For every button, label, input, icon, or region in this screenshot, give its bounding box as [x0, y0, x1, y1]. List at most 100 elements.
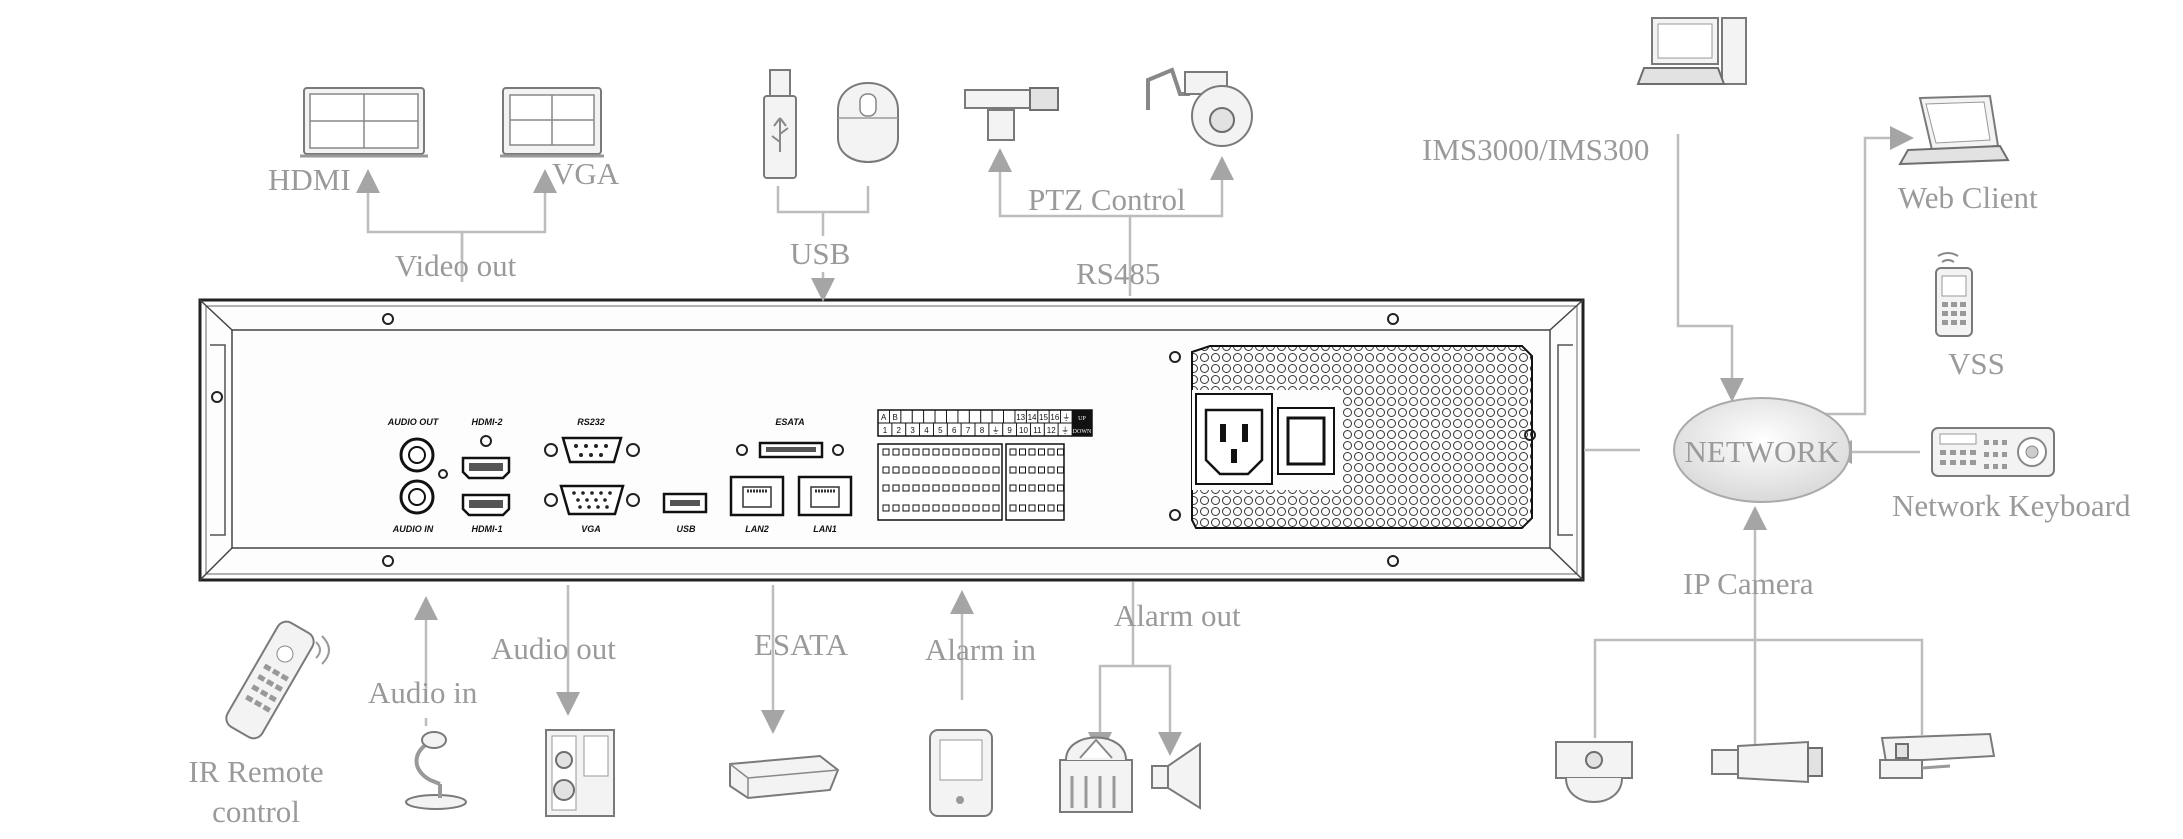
- terminal-label: 5: [938, 426, 943, 435]
- desktop-pc-icon: [1636, 17, 1747, 85]
- terminal-pin: [1047, 504, 1055, 512]
- terminal-pin: [1057, 484, 1064, 492]
- terminal-pin: [1038, 504, 1045, 512]
- label-video-out: Video out: [395, 248, 517, 283]
- label-network: NETWORK: [1685, 434, 1841, 469]
- label-rs485: RS485: [1076, 256, 1160, 291]
- lan1-port[interactable]: [797, 475, 853, 517]
- port-label-rs232: RS232: [577, 417, 605, 427]
- terminal-pin: [962, 466, 970, 474]
- terminal-pin: [1047, 448, 1055, 456]
- ip-dome-camera-icon: [1555, 741, 1633, 803]
- rs232-port[interactable]: [544, 436, 640, 464]
- label-network-keyboard: Network Keyboard: [1892, 488, 2131, 523]
- alarm-sensor-icon: [929, 729, 993, 817]
- terminal-pin: [952, 504, 960, 512]
- label-audio-in: Audio in: [368, 675, 478, 710]
- terminal-pin: [982, 466, 990, 474]
- terminal-pin: [982, 504, 990, 512]
- audio-out-jack[interactable]: [399, 437, 435, 473]
- terminal-pin: [1057, 504, 1064, 512]
- terminal-label: 1: [883, 426, 888, 435]
- hdmi-2-port[interactable]: [461, 456, 511, 480]
- speaker-icon: [545, 729, 615, 817]
- terminal-label: 15: [1039, 413, 1048, 422]
- terminal-pin: [962, 448, 970, 456]
- label-ir-remote-line2: control: [212, 794, 300, 829]
- terminal-pin: [952, 484, 960, 492]
- label-alarm-in: Alarm in: [925, 632, 1037, 667]
- terminal-pin: [1019, 448, 1026, 456]
- wires-network: [1584, 126, 1924, 752]
- terminal-pin: [1019, 466, 1026, 474]
- terminal-pin: [892, 448, 900, 456]
- network-cloud: [1673, 397, 1851, 503]
- terminal-label: 4: [924, 426, 929, 435]
- terminal-pin: [922, 504, 930, 512]
- terminal-label: B: [892, 413, 897, 422]
- hdmi-1-port[interactable]: [461, 493, 511, 517]
- terminal-label: 16: [1050, 413, 1059, 422]
- power-inlet[interactable]: [1195, 393, 1273, 485]
- terminal-pin: [882, 466, 890, 474]
- power-section: [1191, 345, 1533, 529]
- port-label-audio-out: AUDIO OUT: [387, 417, 440, 427]
- terminal-pin: [932, 466, 940, 474]
- port-label-vga: VGA: [581, 524, 601, 534]
- usb-port[interactable]: [662, 492, 708, 514]
- terminal-pin: [1009, 466, 1017, 474]
- terminal-label: 9: [1007, 426, 1012, 435]
- label-web-client: Web Client: [1898, 180, 2038, 215]
- terminal-label: 11: [1033, 426, 1042, 435]
- lan2-port[interactable]: [729, 475, 785, 517]
- terminal-pin: [1019, 504, 1026, 512]
- terminal-pin: [1009, 484, 1017, 492]
- terminal-pin: [1057, 448, 1064, 456]
- terminal-label: ⏚: [992, 426, 1000, 435]
- port-label-lan2: LAN2: [745, 524, 769, 534]
- terminal-pin: [912, 448, 920, 456]
- terminal-label: 12: [1047, 426, 1056, 435]
- network-keyboard-icon: [1931, 427, 2055, 477]
- box-camera-icon: [964, 87, 1059, 141]
- port-label-hdmi-1: HDMI-1: [472, 524, 503, 534]
- terminal-pin: [1009, 448, 1017, 456]
- terminal-pin: [972, 484, 980, 492]
- port-label-lan1: LAN1: [813, 524, 837, 534]
- wires-bottom: [414, 582, 1182, 756]
- label-audio-out: Audio out: [491, 631, 616, 666]
- terminal-pin: [1038, 484, 1045, 492]
- terminal-pin: [1019, 484, 1026, 492]
- ip-box-camera-icon: [1711, 740, 1823, 784]
- terminal-pin: [1047, 466, 1055, 474]
- terminal-pin: [1047, 484, 1055, 492]
- label-ir-remote-line1: IR Remote: [188, 754, 323, 789]
- esata-drive-icon: [729, 754, 840, 800]
- mobile-phone-icon: [1935, 252, 1973, 337]
- esata-port[interactable]: [736, 441, 844, 459]
- laptop-icon: [1898, 94, 2010, 166]
- terminal-pin: [952, 466, 960, 474]
- terminal-pin: [1038, 466, 1045, 474]
- terminal-pin: [932, 484, 940, 492]
- label-vga: VGA: [552, 156, 620, 191]
- power-switch[interactable]: [1277, 407, 1335, 475]
- terminal-pin: [882, 448, 890, 456]
- terminal-pin: [912, 504, 920, 512]
- terminal-pin: [962, 504, 970, 512]
- port-label-esata: ESATA: [775, 417, 804, 427]
- terminal-pin: [892, 504, 900, 512]
- terminal-pin: [922, 448, 930, 456]
- label-ip-camera: IP Camera: [1683, 566, 1814, 601]
- vga-port[interactable]: [544, 484, 640, 516]
- terminal-pin: [972, 504, 980, 512]
- alarm-siren-icon: [1059, 736, 1133, 813]
- audio-in-jack[interactable]: [399, 479, 435, 515]
- terminal-label: 3: [910, 426, 915, 435]
- terminal-label: ⏚: [1062, 413, 1070, 422]
- terminal-pin: [1028, 504, 1036, 512]
- label-ptz-control: PTZ Control: [1028, 182, 1186, 217]
